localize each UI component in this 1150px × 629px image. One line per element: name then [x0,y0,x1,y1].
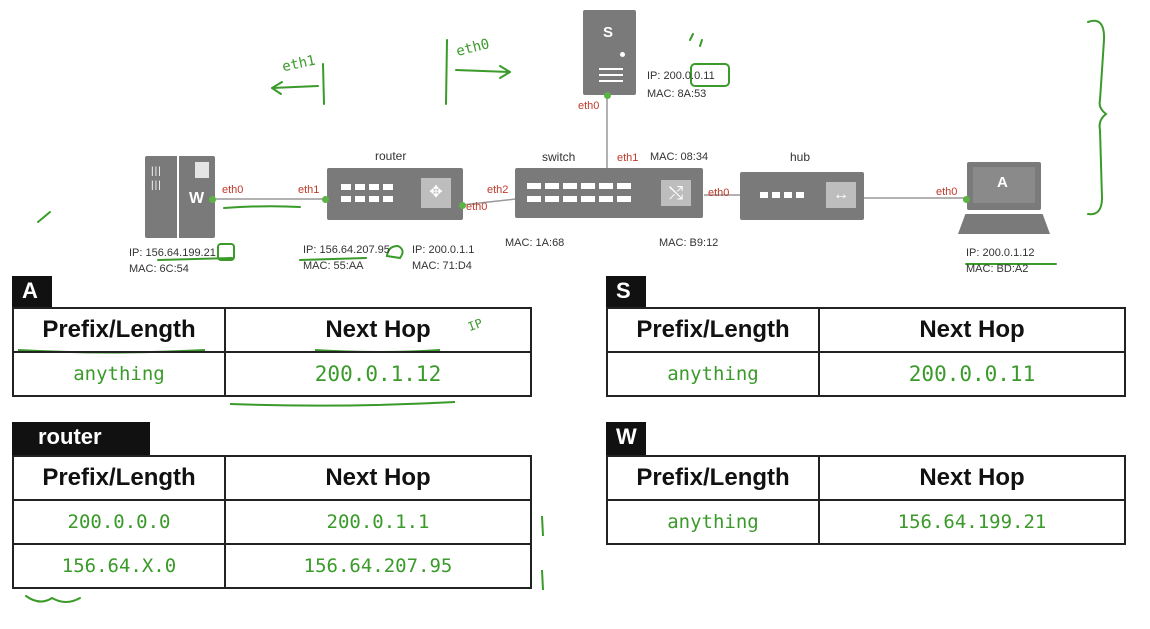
table-a-col2: Next Hop [224,307,532,353]
router-eth0: eth0 [466,201,488,213]
shuffle-icon: ⤭ [661,180,691,206]
hub-name: hub [790,150,811,164]
host-a-mac: MAC: BD:A2 [966,263,1029,275]
table-w-col2: Next Hop [818,455,1126,501]
server-s-letter: S [603,24,614,41]
switch-eth1-mac: MAC: 08:34 [650,151,709,163]
server-w-ip: IP: 156.64.199.21 [129,247,216,259]
server-w-port [209,196,216,203]
server-s-ip: IP: 200.0.0.11 [647,70,715,82]
table-a-col1: Prefix/Length [12,307,226,353]
router-ip-right: IP: 200.0.1.1 [412,244,475,256]
switch-eth0: eth0 [708,187,730,199]
router-eth1: eth1 [298,184,320,196]
host-a-letter: A [997,174,1008,191]
hub-arrows-icon: ↔ [826,182,856,208]
table-a-prefix: anything [12,351,226,397]
host-a-monitor: A [967,162,1041,210]
table-s-col2: Next Hop [818,307,1126,353]
table-a-title: A [12,276,52,307]
table-s-title: S [606,276,646,307]
table-s-col1: Prefix/Length [606,307,820,353]
server-s-port [604,92,611,99]
server-s-mac: MAC: 8A:53 [647,88,707,100]
router-mac-left: MAC: 55:AA [303,260,364,272]
keyboard-icon [958,214,1050,234]
switch-eth1: eth1 [617,152,639,164]
router-device: ✥ [327,168,463,220]
table-s-prefix: anything [606,351,820,397]
server-w: ||| ||| W [145,156,215,238]
router-port-right [459,202,466,209]
router-name: router [375,149,407,163]
hub-device: ↔ [740,172,864,220]
router-arrows-icon: ✥ [421,178,451,208]
router-port-left [322,196,329,203]
switch-name: switch [542,150,576,164]
switch-device: ⤭ [515,168,703,218]
switch-mac-right: MAC: B9:12 [659,237,719,249]
table-a-hop: 200.0.1.12 [224,351,532,397]
switch-eth2: eth2 [487,184,509,196]
table-s-hop: 200.0.0.11 [818,351,1126,397]
table-router-col2: Next Hop [224,455,532,501]
table-router-hop-1: 156.64.207.95 [224,543,532,589]
server-s: S [583,10,636,95]
switch-mac-left: MAC: 1A:68 [505,237,565,249]
table-router-prefix-0: 200.0.0.0 [12,499,226,545]
table-router-col1: Prefix/Length [12,455,226,501]
hub-eth0: eth0 [936,186,958,198]
power-led-icon [620,52,625,57]
host-a-port [963,196,970,203]
table-w-hop: 156.64.199.21 [818,499,1126,545]
server-w-eth0: eth0 [222,184,244,196]
table-w-col1: Prefix/Length [606,455,820,501]
table-router-prefix-1: 156.64.X.0 [12,543,226,589]
router-ip-left: IP: 156.64.207.95 [303,244,390,256]
host-a-ip: IP: 200.0.1.12 [966,247,1035,259]
server-s-eth0: eth0 [578,100,600,112]
table-router-title: router [12,422,150,455]
server-w-letter: W [189,190,205,207]
server-w-mac: MAC: 6C:54 [129,263,189,275]
table-w-prefix: anything [606,499,820,545]
router-mac-right: MAC: 71:D4 [412,260,472,272]
table-router-hop-0: 200.0.1.1 [224,499,532,545]
table-w-title: W [606,422,646,455]
